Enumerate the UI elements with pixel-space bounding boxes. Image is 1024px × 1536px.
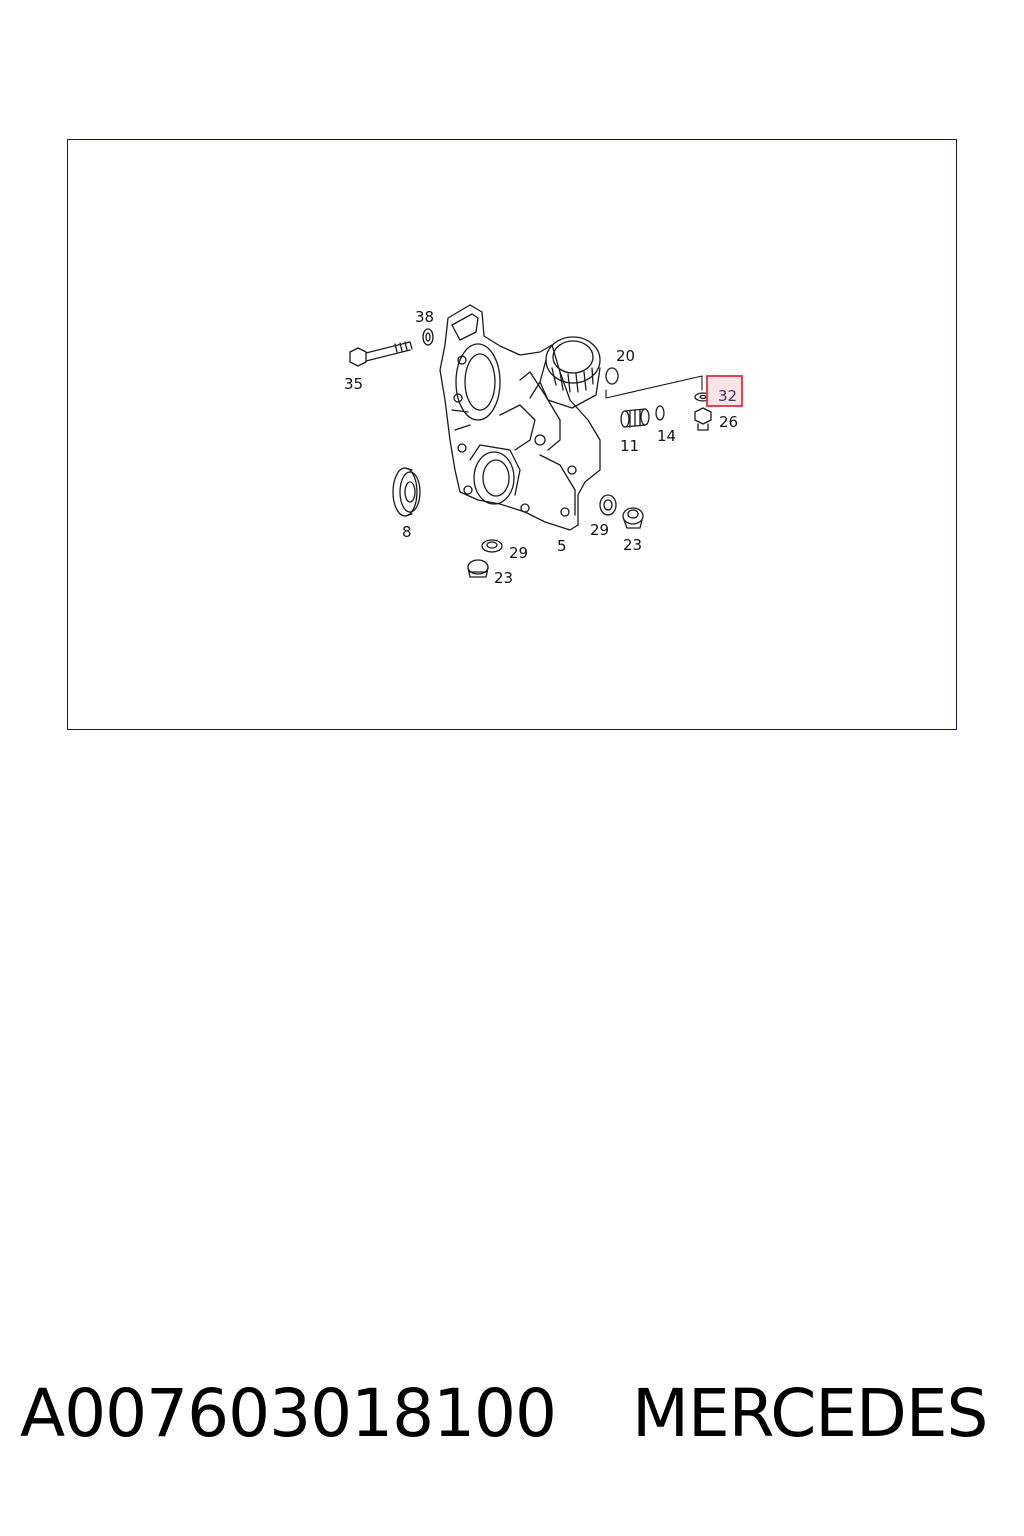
screw-plug-26 bbox=[694, 407, 712, 431]
callout-23-bottom: 23 bbox=[494, 569, 513, 587]
washer-29-bottom bbox=[481, 539, 503, 553]
callout-5: 5 bbox=[557, 537, 567, 555]
washer-29-right bbox=[599, 494, 617, 516]
washer-38 bbox=[422, 328, 434, 346]
callout-26: 26 bbox=[719, 413, 738, 431]
part-number: A007603018100 bbox=[20, 1375, 557, 1452]
callout-14: 14 bbox=[657, 427, 676, 445]
callout-29-right: 29 bbox=[590, 521, 609, 539]
callout-23-right: 23 bbox=[623, 536, 642, 554]
callout-29-bottom: 29 bbox=[509, 544, 528, 562]
callout-38: 38 bbox=[415, 308, 434, 326]
part-footer: A007603018100 MERCEDES bbox=[20, 1375, 1010, 1465]
leader-line-32 bbox=[605, 375, 703, 399]
callout-32[interactable]: 32 bbox=[718, 387, 737, 405]
callout-8: 8 bbox=[402, 523, 412, 541]
diagram-frame bbox=[67, 139, 957, 730]
plug-23-right bbox=[622, 507, 644, 529]
bolt-35 bbox=[349, 341, 413, 367]
callout-35: 35 bbox=[344, 375, 363, 393]
plug-23-bottom bbox=[467, 559, 489, 578]
plug-20 bbox=[605, 367, 619, 385]
highlight-box-32[interactable] bbox=[706, 375, 743, 407]
oil-filter-housing bbox=[529, 336, 601, 409]
part-11 bbox=[620, 408, 650, 428]
callout-20: 20 bbox=[616, 347, 635, 365]
o-ring-14 bbox=[655, 405, 665, 421]
timing-cover-housing bbox=[439, 304, 601, 531]
callout-11: 11 bbox=[620, 437, 639, 455]
brand-name: MERCEDES bbox=[632, 1375, 988, 1452]
seal-8 bbox=[392, 467, 421, 517]
